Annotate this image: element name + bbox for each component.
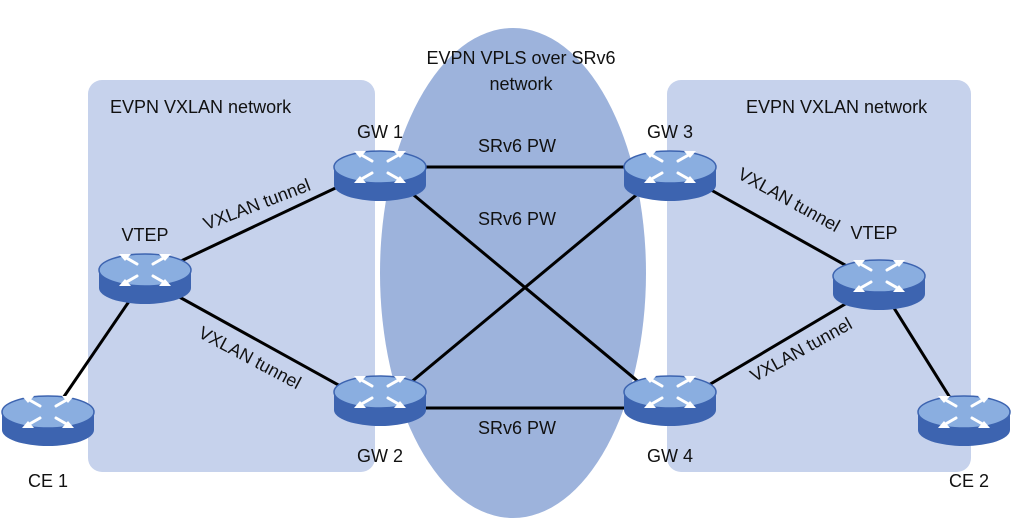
- label-gw1-gw3: SRv6 PW: [478, 136, 556, 156]
- router-icon: [622, 149, 718, 203]
- right-vxlan-region: [667, 80, 971, 472]
- router-gw4: [622, 374, 718, 428]
- device-label-vtep-right: VTEP: [850, 223, 897, 243]
- device-label-gw1: GW 1: [357, 122, 403, 142]
- device-label-gw4: GW 4: [647, 446, 693, 466]
- device-label-ce2: CE 2: [949, 471, 989, 491]
- label-gw2-gw4: SRv6 PW: [478, 418, 556, 438]
- label-gw1-gw4: SRv6 PW: [478, 209, 556, 229]
- device-label-ce1: CE 1: [28, 471, 68, 491]
- router-icon: [97, 252, 193, 306]
- router-gw2: [332, 374, 428, 428]
- right-region-label: EVPN VXLAN network: [746, 97, 928, 117]
- router-vtep-right: [831, 258, 927, 312]
- link-gw2-gw3: [379, 165, 671, 410]
- router-icon: [916, 394, 1012, 448]
- device-label-vtep-left: VTEP: [121, 225, 168, 245]
- left-region-label: EVPN VXLAN network: [110, 97, 292, 117]
- router-icon: [622, 374, 718, 428]
- router-vtep-left: [97, 252, 193, 306]
- device-label-gw3: GW 3: [647, 122, 693, 142]
- router-icon: [332, 374, 428, 428]
- router-gw3: [622, 149, 718, 203]
- core-region-label-line2: network: [489, 74, 553, 94]
- router-ce1: [0, 394, 96, 448]
- left-vxlan-region: [88, 80, 375, 472]
- router-ce2: [916, 394, 1012, 448]
- core-region-label-line1: EVPN VPLS over SRv6: [426, 48, 615, 68]
- device-label-gw2: GW 2: [357, 446, 403, 466]
- srv6-core-region: [380, 28, 646, 518]
- router-gw1: [332, 149, 428, 203]
- router-icon: [0, 394, 96, 448]
- router-icon: [831, 258, 927, 312]
- router-icon: [332, 149, 428, 203]
